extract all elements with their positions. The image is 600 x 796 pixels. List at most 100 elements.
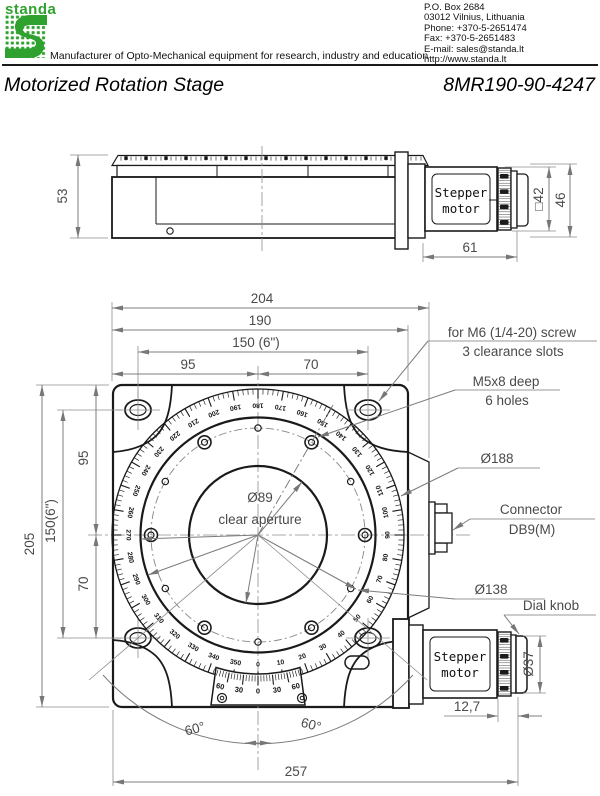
dim-12-7: 12,7: [454, 699, 480, 714]
dim-190: 190: [249, 313, 272, 328]
callout-m6-2: 3 clearance slots: [462, 344, 564, 359]
knurl-hatch: [498, 169, 511, 228]
motor-bracket: [408, 624, 424, 705]
dial-degree-label: 100: [382, 506, 391, 519]
angle-dimension: 60° 60°: [88, 534, 428, 746]
vernier-label: 60: [291, 681, 301, 692]
callout-d188: Ø188: [480, 451, 513, 466]
dial-degree-label: 330: [186, 642, 200, 654]
standa-logo: [5, 15, 47, 58]
motor-bracket: [407, 163, 426, 239]
dim-angle-left: 60°: [183, 719, 207, 739]
knob-disc: [510, 170, 518, 229]
contact-line: P.O. Box 2684: [424, 2, 485, 13]
stage-body-front: [111, 383, 410, 709]
contact-line: Phone: +370-5-2651474: [424, 22, 527, 34]
dim-angle-right: 60°: [299, 715, 323, 735]
dial-degree-label: 160: [296, 408, 309, 419]
radial-arrows: [140, 404, 357, 604]
dial-knob-side: [516, 173, 529, 227]
stage-body-side: [111, 176, 408, 239]
stepper-motor-label: motor: [441, 665, 479, 680]
contact-line: E-mail: sales@standa.lt: [424, 43, 524, 55]
bottom-dimensions: Ø37 12,7 257: [112, 635, 546, 786]
dial-degree-label: 290: [131, 573, 142, 586]
dim-257: 257: [285, 764, 308, 779]
corner-pad: [112, 384, 173, 453]
stepper-motor-body: [422, 629, 498, 699]
logo-s-shape: [5, 15, 47, 58]
dim-46: 46: [553, 192, 568, 207]
dial-degree-label: 10: [276, 659, 285, 667]
dim-53: 53: [55, 188, 70, 203]
vernier-screws: [216, 692, 308, 704]
dial-degree-label: 110: [375, 484, 385, 497]
dial-degree-label: 280: [126, 551, 135, 564]
stepper-motor-label: motor: [442, 201, 480, 216]
dial-degree-label: 200: [207, 408, 220, 419]
left-dimensions: 205 150(6") 95 70: [22, 384, 122, 708]
dim-37: Ø37: [521, 651, 536, 677]
platform-edge-circle: [139, 416, 377, 654]
dim-70: 70: [303, 357, 318, 372]
aperture-text-label: clear aperture: [218, 512, 301, 527]
motor-adapter-plate: [394, 151, 409, 250]
dim-204: 204: [251, 291, 274, 306]
dial-degree-label: 70: [376, 575, 385, 585]
model-number: 8MR190-90-4247: [443, 74, 595, 96]
stepper-motor-label: Stepper: [435, 185, 488, 200]
dial-degree-label: 80: [382, 553, 390, 562]
dial-degree-label: 300: [140, 593, 152, 607]
dial-degree-label: 210: [186, 417, 200, 429]
dim-95: 95: [180, 357, 195, 372]
dim-70-v: 70: [76, 576, 91, 591]
contact-line: Fax: +370-5-2651483: [424, 33, 516, 45]
dim-205: 205: [22, 533, 37, 556]
dial-edge-ticks: [120, 156, 422, 161]
side-view: Stepper motor 53 61 □42 46: [55, 146, 577, 262]
stepper-motor-body: [424, 166, 498, 232]
callouts: for M6 (1/4-20) screw 3 clearance slots …: [317, 325, 597, 635]
dial-degree-label: 180: [252, 402, 264, 409]
dim-61: 61: [462, 240, 477, 255]
callout-connector-2: DB9(M): [509, 522, 556, 537]
tagline: Manufacturer of Opto-Mechanical equipmen…: [50, 50, 429, 62]
dial-degree-label: 250: [131, 484, 142, 497]
clamp-slot: [344, 655, 370, 670]
callout-m6: for M6 (1/4-20) screw: [448, 325, 577, 340]
vernier-label: 60: [215, 681, 225, 692]
vernier-label: 30: [234, 685, 243, 695]
bottom-motor-assembly: Stepper motor: [392, 618, 528, 709]
logo-wordmark: standa: [5, 1, 57, 18]
dial-degree-label: 60: [366, 595, 376, 605]
aperture-diameter-label: Ø89: [247, 490, 273, 505]
dial-degree-label: 20: [298, 653, 308, 662]
bolt-circle: [150, 427, 366, 643]
vernier-label: 30: [272, 685, 281, 695]
dial-degree-label: 170: [274, 403, 287, 412]
dial-degree-label: 350: [229, 659, 242, 668]
dial-degree-label: 90: [385, 531, 392, 539]
callout-dial-knob: Dial knob: [523, 598, 579, 613]
top-dimensions: 204 190 150 (6") 95 70: [111, 291, 430, 458]
contact-line: http://www.standa.lt: [424, 54, 507, 66]
dim-150-v: 150(6"): [43, 499, 58, 543]
dial-degree-label: 270: [125, 529, 132, 541]
dial-degree-label: 260: [126, 506, 135, 519]
db9-connector: [428, 501, 453, 555]
contact-line: 03012 Vilnius, Lithuania: [424, 12, 525, 24]
stepper-motor-label: Stepper: [434, 649, 487, 664]
dial-edge-strip: [110, 154, 429, 167]
knurl-hatch: [498, 633, 511, 695]
dial-degree-label: 0: [256, 662, 260, 669]
aperture-circle: [187, 464, 329, 606]
dim-150: 150 (6"): [232, 335, 280, 350]
dim-42: □42: [531, 187, 546, 210]
dial-degree-label: 30: [318, 643, 328, 653]
dial-degree-label: 190: [229, 403, 242, 412]
dial-degree-label: 40: [336, 629, 346, 639]
callout-m5: M5x8 deep: [473, 374, 540, 389]
